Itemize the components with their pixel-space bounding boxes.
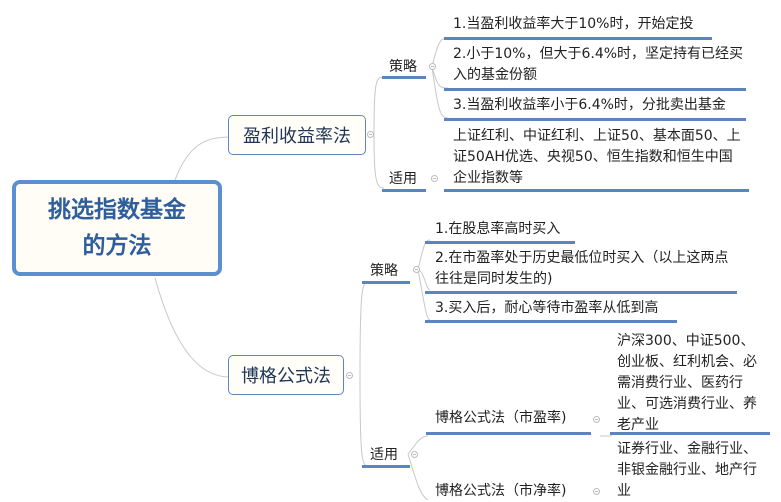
subgroup-label-pe[interactable]: 博格公式法（市盈率)	[435, 410, 567, 426]
underline	[382, 189, 426, 192]
group-label-applicable[interactable]: 适用	[370, 447, 398, 463]
collapse-toggle-icon[interactable]	[411, 451, 418, 458]
group-label-strategy[interactable]: 策略	[370, 263, 398, 279]
branch-node-earnings-yield[interactable]: 盈利收益率法	[228, 115, 366, 155]
root-title-line1: 挑选指数基金	[48, 197, 186, 223]
subgroup-label-pb[interactable]: 博格公式法（市净率)	[435, 483, 567, 499]
underline	[362, 465, 410, 468]
leaf-item[interactable]: 1.在股息率高时买入	[435, 221, 561, 237]
underline	[426, 432, 591, 435]
collapse-toggle-icon[interactable]	[429, 63, 436, 70]
leaf-item[interactable]: 2.小于10%，但大于6.4%时，坚定持有已经买入的基金份额	[453, 46, 744, 83]
branch-node-bogle-formula[interactable]: 博格公式法	[228, 355, 344, 395]
underline	[425, 320, 677, 323]
collapse-toggle-icon[interactable]	[593, 488, 600, 495]
leaf-item[interactable]: 3.买入后，耐心等待市盈率从低到高	[435, 300, 659, 316]
root-node[interactable]: 挑选指数基金 的方法	[12, 180, 222, 276]
collapse-toggle-icon[interactable]	[346, 372, 353, 379]
collapse-toggle-icon[interactable]	[367, 131, 374, 138]
underline	[444, 37, 712, 40]
leaf-item[interactable]: 上证红利、中证红利、上证50、基本面50、上证50AH优选、央视50、恒生指数和…	[453, 128, 741, 186]
group-label-applicable[interactable]: 适用	[389, 171, 417, 187]
collapse-toggle-icon[interactable]	[413, 266, 420, 273]
underline	[362, 281, 410, 284]
root-title-line2: 的方法	[82, 233, 152, 259]
branch-title: 博格公式法	[241, 366, 331, 387]
underline	[425, 291, 737, 294]
leaf-item[interactable]: 沪深300、中证500、创业板、红利机会、必需消费行业、医药行业、可选消费行业、…	[617, 333, 757, 433]
branch-title: 盈利收益率法	[243, 126, 351, 147]
underline	[444, 189, 749, 192]
leaf-item[interactable]: 2.在市盈率处于历史最低位时买入（以上这两点往往是同时发生的)	[435, 250, 729, 287]
underline	[444, 118, 746, 121]
underline	[425, 241, 575, 244]
leaf-item[interactable]: 证券行业、金融行业、非银金融行业、地产行业	[617, 441, 757, 499]
underline	[444, 88, 746, 91]
underline	[610, 432, 770, 435]
underline	[382, 76, 426, 79]
collapse-toggle-icon[interactable]	[593, 416, 600, 423]
group-label-strategy[interactable]: 策略	[389, 59, 417, 75]
collapse-toggle-icon[interactable]	[431, 175, 438, 182]
leaf-item[interactable]: 1.当盈利收益率大于10%时，开始定投	[453, 16, 694, 32]
leaf-item[interactable]: 3.当盈利收益率小于6.4%时，分批卖出基金	[453, 97, 726, 113]
